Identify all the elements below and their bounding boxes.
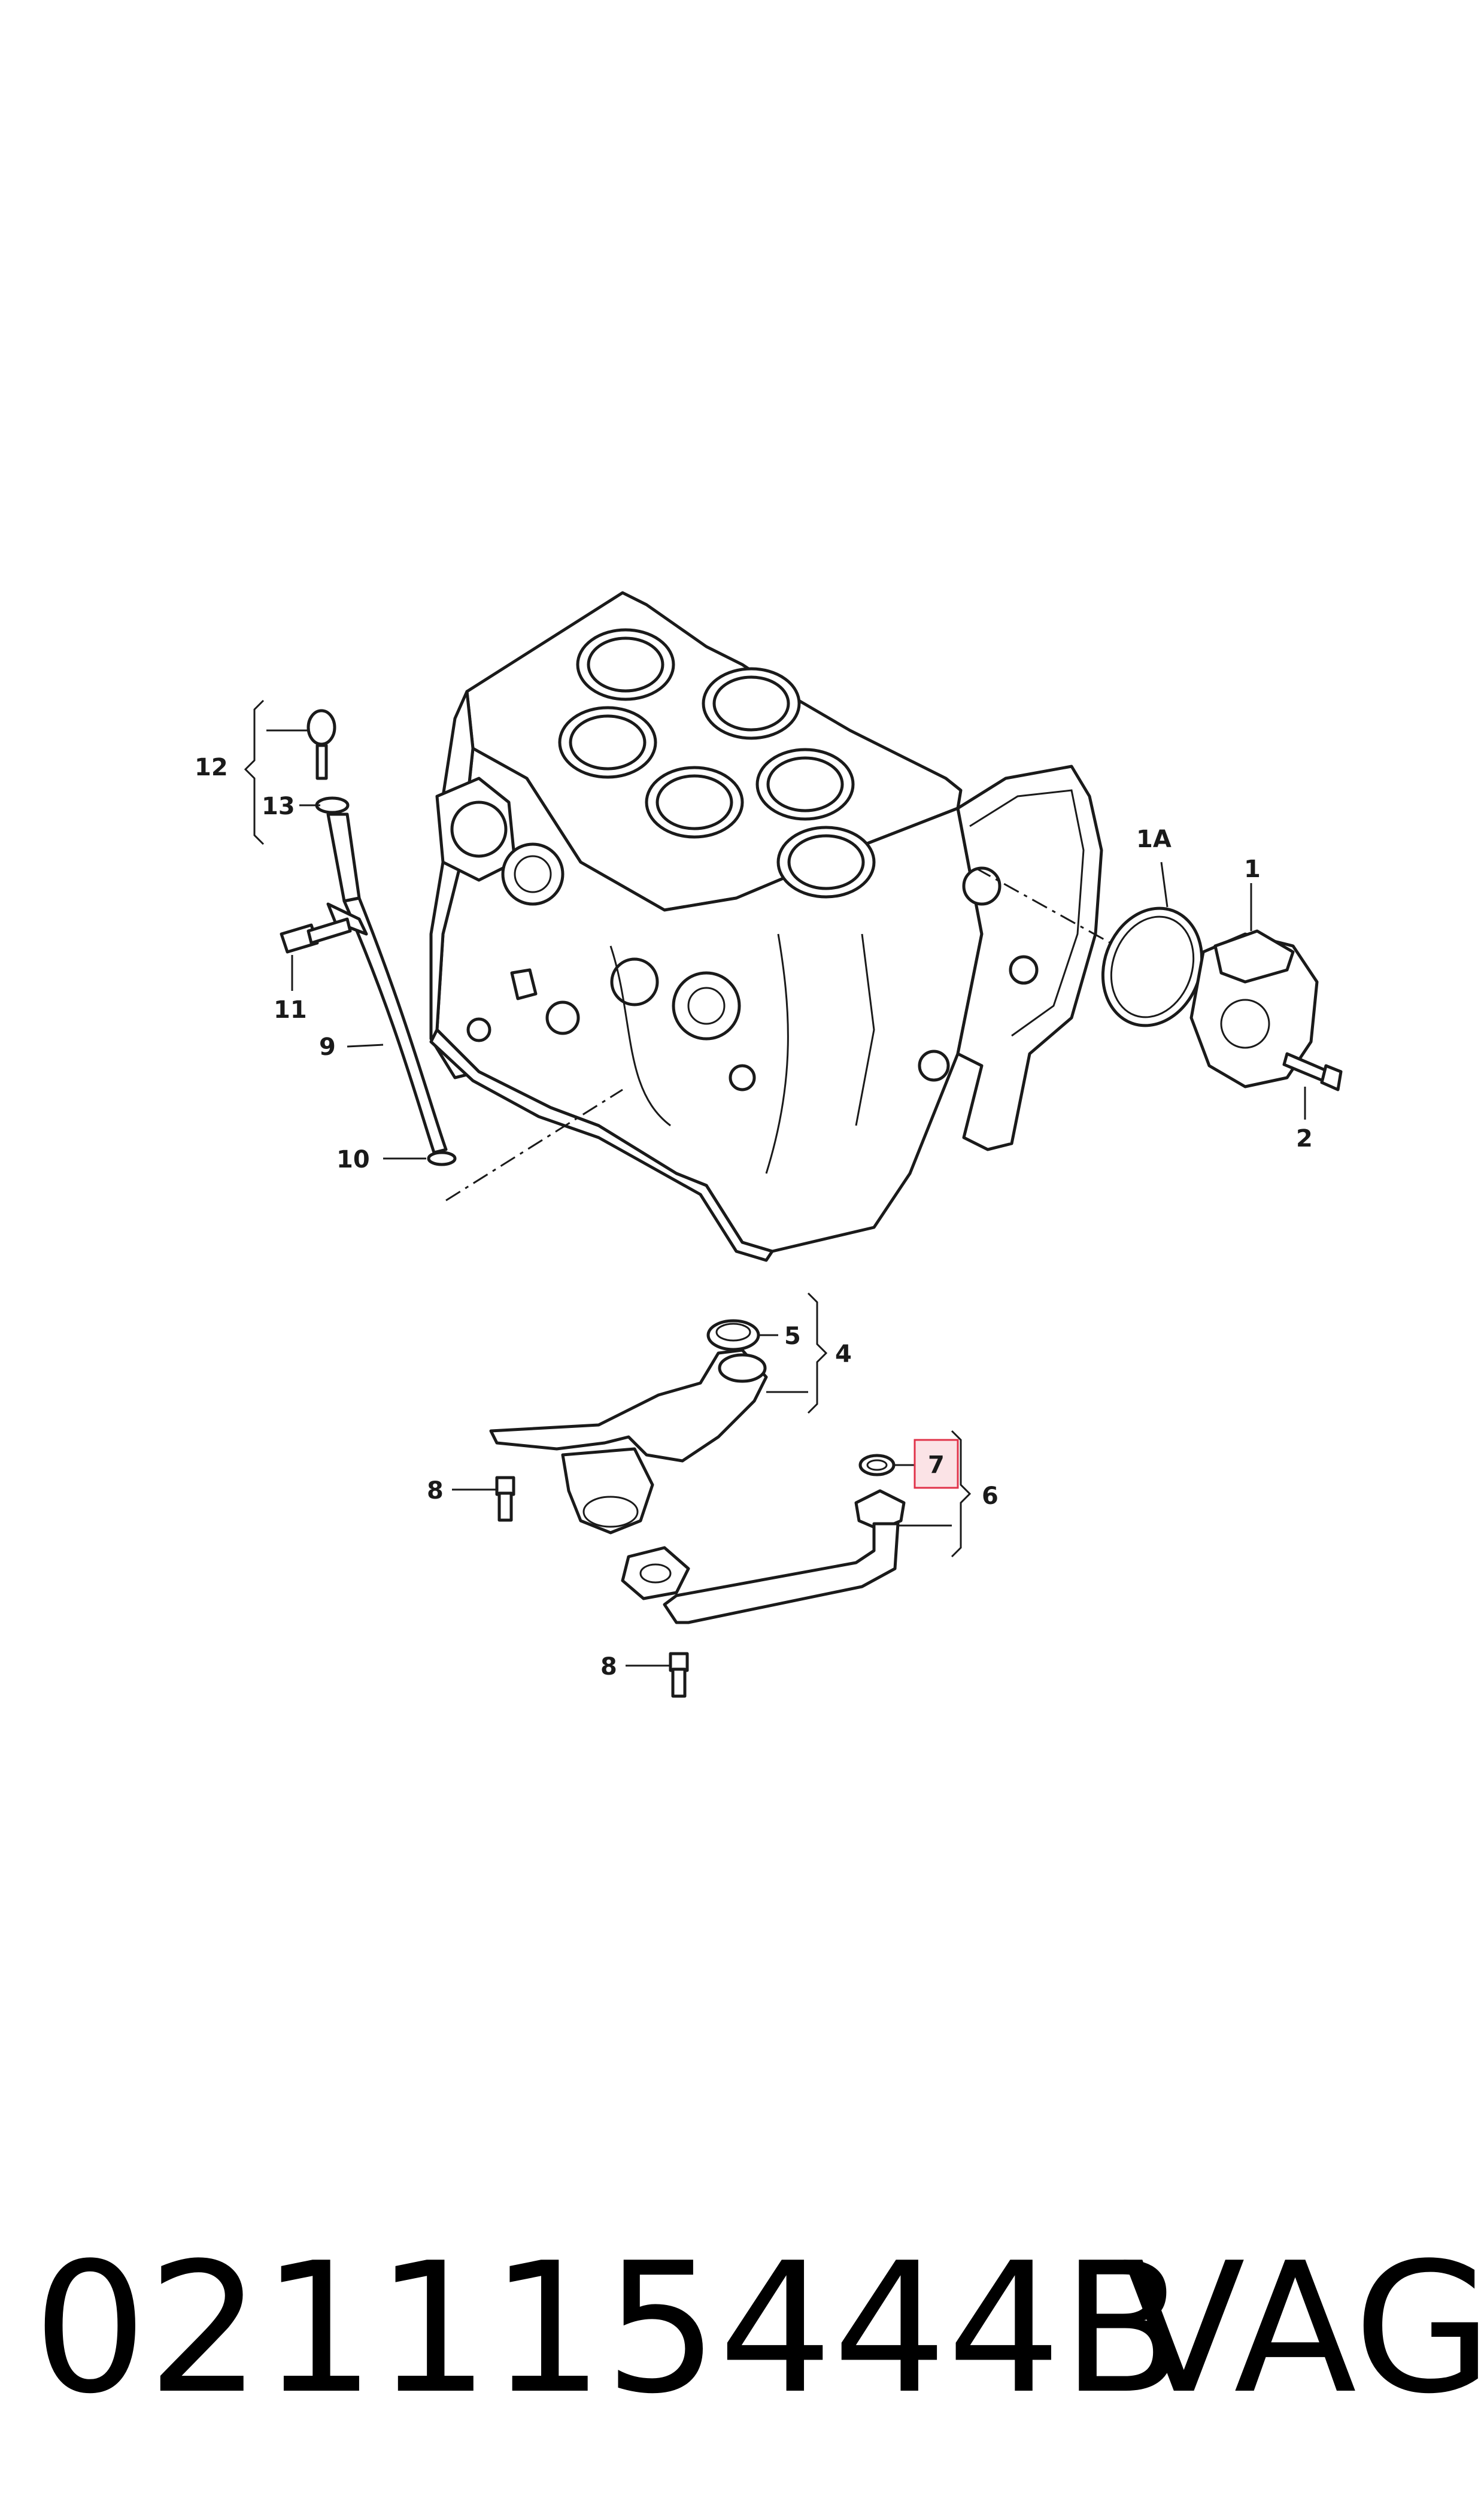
oil-dipstick (280, 709, 457, 1166)
oil-pump-assembly (1101, 906, 1343, 1091)
callout-1A: 1A (1136, 826, 1172, 853)
bolt-8-upper (495, 1476, 515, 1522)
callout-5: 5 (784, 1323, 801, 1350)
callout-labels: 12 13 11 9 10 1A 1 2 5 4 7 6 8 8 (195, 754, 1313, 1681)
part-number: 021115444B (33, 2224, 1185, 2433)
callout-12: 12 (195, 754, 228, 781)
callout-4: 4 (835, 1341, 852, 1368)
callout-6: 6 (982, 1482, 999, 1510)
leader-lines (244, 699, 1306, 1667)
oil-return-pipe (621, 1454, 906, 1624)
assembly-axis-line (445, 1088, 623, 1202)
callout-13: 13 (262, 793, 295, 820)
callout-1: 1 (1244, 856, 1261, 883)
brand-name: VAG (1122, 2224, 1484, 2433)
callout-10: 10 (336, 1146, 370, 1173)
callout-8-upper: 8 (427, 1477, 444, 1505)
callout-11: 11 (274, 996, 307, 1024)
callout-2: 2 (1296, 1125, 1313, 1153)
callout-7: 7 (928, 1451, 945, 1479)
engine-block (429, 591, 1103, 1262)
callout-8-lower: 8 (600, 1653, 617, 1681)
bolt-8-lower (669, 1652, 689, 1698)
oil-pickup-pipe (489, 1319, 768, 1535)
callout-9: 9 (319, 1033, 336, 1061)
callout-7-highlight (914, 1439, 959, 1489)
